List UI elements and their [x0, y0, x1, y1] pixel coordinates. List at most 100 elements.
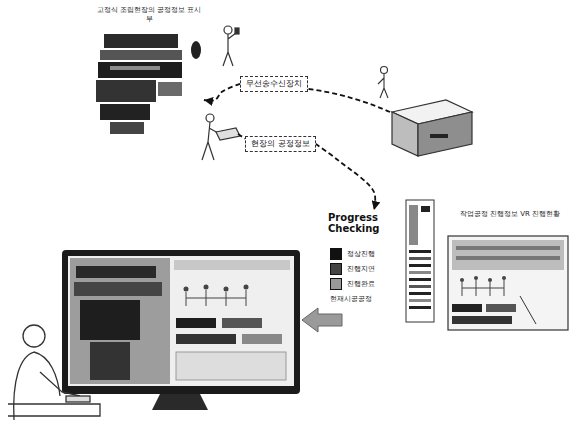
strip-bar: [409, 257, 431, 260]
monitor-screen: [68, 256, 294, 386]
strip-bar: [409, 278, 431, 281]
component-box: Progress Checking: [328, 212, 394, 234]
progress-strip: [406, 200, 434, 322]
dashed-link: [300, 88, 390, 112]
strip-bar: [409, 285, 431, 288]
monitor-stand: [152, 394, 208, 410]
screen-chart: [474, 276, 478, 280]
label-box: 현장의 공정정보: [245, 136, 316, 152]
machine-part: [110, 122, 144, 134]
component-box: 고정식 조립현장의 공정정보 표시부: [95, 6, 203, 136]
machine-part: [96, 80, 156, 102]
caption-label: 현재시공공정: [330, 294, 372, 304]
dashed-arrow: [316, 144, 376, 210]
screen-table: [176, 352, 286, 380]
screen-button: [452, 304, 482, 312]
person-body: [223, 33, 236, 66]
screen-button: [452, 316, 512, 324]
screen-image: [452, 240, 564, 270]
machine-part: [100, 104, 150, 120]
operator-figure: [191, 41, 201, 59]
transceiver-device: [392, 100, 472, 156]
operator-at-desk: [8, 325, 100, 420]
person-arm: [40, 372, 80, 396]
strip-bar: [409, 264, 431, 267]
legend-row: 진행지연: [330, 261, 375, 276]
machine-figure: [96, 34, 201, 134]
legend-text: 정상진행: [347, 249, 375, 259]
strip-bar: [421, 206, 430, 212]
legend-row: 정상진행: [330, 246, 375, 261]
phone-icon: [235, 28, 239, 34]
machine-part: [104, 34, 178, 48]
person-head: [206, 114, 214, 122]
strip-frame: [406, 200, 434, 322]
label-box: 무선송수신장치: [240, 76, 308, 92]
person-body: [378, 74, 388, 98]
screen-chart: [488, 278, 492, 282]
screen-chart: [244, 285, 249, 290]
node-text: 무선송수신장치: [246, 79, 302, 89]
screen-photo: [90, 342, 130, 380]
screen-photo: [80, 300, 140, 340]
screen-image: [456, 256, 560, 260]
screen-chart: [502, 276, 506, 280]
screen-chart: [186, 290, 246, 306]
tablet-icon: [216, 128, 240, 140]
machine-part: [100, 50, 182, 60]
desk: [8, 404, 100, 416]
person-figure: [202, 114, 240, 160]
device-side: [392, 112, 418, 156]
node-text: Progress Checking: [328, 212, 394, 234]
node-text: 고정식 조립현장의 공정정보 표시부: [95, 6, 203, 24]
legend-swatch: [330, 248, 342, 260]
screen-frame: [448, 236, 568, 330]
dashed-arrow: [204, 84, 240, 101]
screen-button: [486, 304, 516, 312]
machine-part: [110, 66, 160, 70]
node-text: 현장의 공정정보: [251, 139, 310, 149]
screen-button: [176, 334, 236, 344]
monitor-frame: [62, 250, 300, 394]
person-body: [14, 352, 60, 420]
person-head: [224, 26, 232, 34]
screen-chart: [224, 287, 229, 292]
machine-part: [158, 82, 182, 96]
keyboard: [66, 396, 90, 402]
vr-screen: [448, 236, 568, 330]
screen-photo: [76, 266, 156, 278]
screen-chart: [184, 287, 189, 292]
legend: 정상진행진행지연진행완료: [330, 246, 375, 291]
strip-bar: [409, 292, 431, 295]
device-front: [418, 112, 472, 156]
screen-photo: [74, 282, 162, 296]
strip-bar: [409, 306, 431, 309]
strip-bar: [409, 250, 431, 253]
person-body: [202, 122, 220, 160]
flow-arrow: [302, 308, 342, 332]
screen-chart: [460, 278, 464, 282]
screen-button: [222, 318, 262, 328]
strip-bar: [409, 271, 431, 274]
legend-swatch: [330, 263, 342, 275]
component-box: 작업공정 진행정보 VR 진행현황: [458, 210, 562, 219]
machine-part: [98, 62, 182, 78]
monitor: [62, 250, 300, 410]
screen-button: [176, 318, 216, 328]
node-text: 작업공정 진행정보 VR 진행현황: [458, 210, 562, 219]
strip-bar: [409, 205, 418, 245]
legend-swatch: [330, 278, 342, 290]
device-slot: [430, 134, 448, 138]
legend-row: 진행완료: [330, 276, 375, 291]
person-head: [23, 325, 45, 347]
person-figure: [378, 67, 388, 99]
legend-text: 진행지연: [347, 264, 375, 274]
screen-photo: [70, 258, 170, 384]
screen-button: [242, 334, 282, 344]
pointer-line: [520, 296, 536, 324]
screen-image: [456, 246, 560, 250]
screen-chart: [462, 280, 504, 296]
strip-bar: [409, 299, 431, 302]
person-figure: [223, 26, 239, 66]
